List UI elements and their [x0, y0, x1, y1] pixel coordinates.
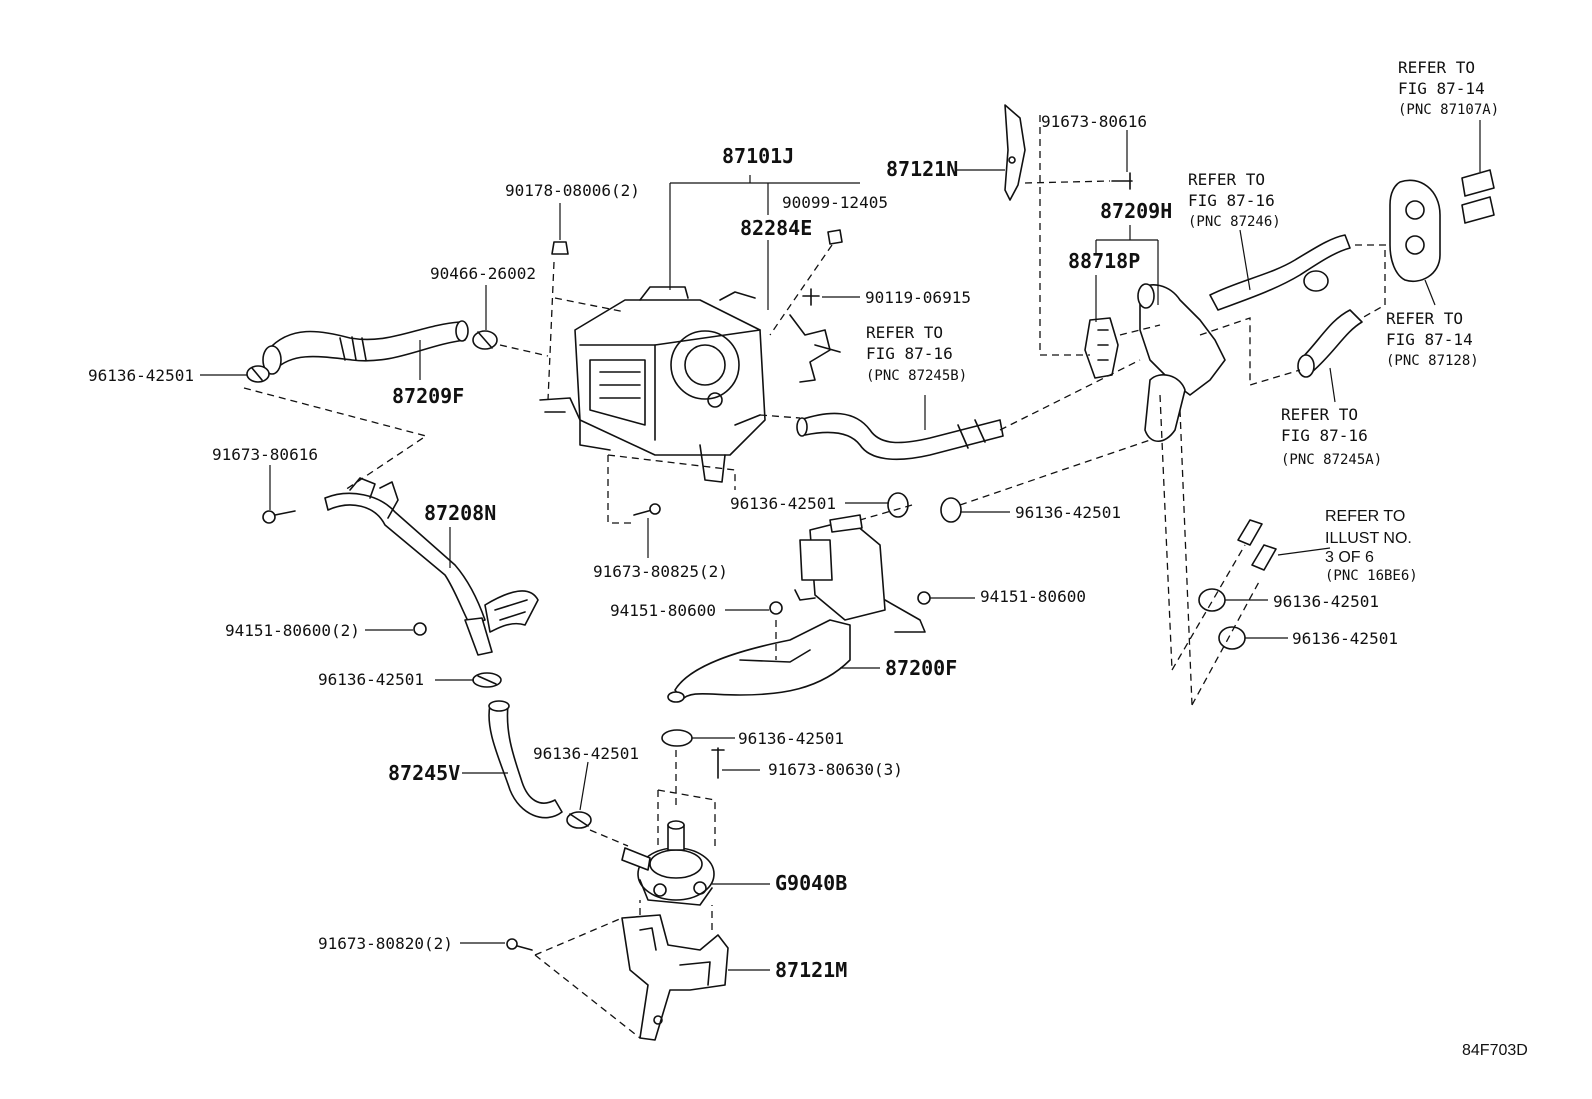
label-90178-08006[interactable]: 90178-08006(2) — [505, 181, 640, 200]
bracket-87121n-drawing — [1004, 104, 1026, 201]
phantom-lines — [243, 115, 1388, 1039]
figure-id: 84F703D — [1462, 1042, 1528, 1059]
labels: 87101J 82284E 87209F 87208N 87245V 87200… — [88, 112, 1398, 982]
valve-87200f-drawing — [667, 514, 926, 703]
ref-87107a-line1: REFER TO — [1398, 58, 1475, 77]
label-87209f[interactable]: 87209F — [392, 384, 464, 408]
label-87121n[interactable]: 87121N — [886, 157, 958, 181]
ref-87107a-line3: (PNC 87107A) — [1398, 102, 1499, 118]
pump-g9040b-drawing — [621, 820, 715, 906]
label-90119-06915[interactable]: 90119-06915 — [865, 288, 971, 307]
label-87200f[interactable]: 87200F — [885, 656, 957, 680]
grommet-87128-drawing — [1389, 179, 1441, 282]
clamp-left-mid-drawing — [472, 672, 502, 688]
label-screw-top-center[interactable]: 91673-80616 — [1041, 112, 1147, 131]
ref-87128-line2: FIG 87-14 — [1386, 330, 1473, 349]
label-82284e[interactable]: 82284E — [740, 216, 812, 240]
label-90466-26002[interactable]: 90466-26002 — [430, 264, 536, 283]
ref-87245b-line2: FIG 87-16 — [866, 344, 953, 363]
label-screw-bracket[interactable]: 91673-80820(2) — [318, 934, 453, 953]
label-nut-left[interactable]: 94151-80600(2) — [225, 621, 360, 640]
heater-side-bracket-drawing — [789, 314, 841, 383]
label-screw-left[interactable]: 91673-80616 — [212, 445, 318, 464]
label-clamp-right-b[interactable]: 96136-42501 — [1292, 629, 1398, 648]
label-87121m[interactable]: 87121M — [775, 958, 847, 982]
bracket-87121m-drawing — [621, 914, 729, 1041]
leader-lines — [200, 120, 1481, 971]
pipe-87208n-drawing — [324, 477, 539, 656]
ref-87246-line2: FIG 87-16 — [1188, 191, 1275, 210]
label-87245v[interactable]: 87245V — [388, 761, 460, 785]
hose-87245a-drawing — [1297, 309, 1363, 378]
heater-unit-drawing — [539, 286, 766, 483]
ref-87245b-line3: (PNC 87245B) — [866, 368, 967, 384]
ref-87245a-line3: (PNC 87245A) — [1281, 452, 1382, 468]
clamp-center-a-drawing — [887, 492, 909, 518]
label-87209h[interactable]: 87209H — [1100, 199, 1172, 223]
ref-87107a-line2: FIG 87-14 — [1398, 79, 1485, 98]
ref-87246-line1: REFER TO — [1188, 170, 1265, 189]
reference-16be6: REFER TO ILLUST NO. 3 OF 6 (PNC 16BE6) — [1325, 508, 1418, 584]
label-clamp-center-low[interactable]: 96136-42501 — [738, 729, 844, 748]
label-screw-center[interactable]: 91673-80825(2) — [593, 562, 728, 581]
fastener-glyphs — [262, 172, 1133, 951]
label-clamp-pump[interactable]: 96136-42501 — [533, 744, 639, 763]
label-88718p[interactable]: 88718P — [1068, 249, 1140, 273]
ref-87245a-line1: REFER TO — [1281, 405, 1358, 424]
reference-87245b: REFER TO FIG 87-16 (PNC 87245B) — [866, 323, 967, 384]
hose-87245v-drawing — [488, 700, 563, 819]
label-clamp-left-mid[interactable]: 96136-42501 — [318, 670, 424, 689]
reference-87128: REFER TO FIG 87-14 (PNC 87128) — [1386, 309, 1479, 369]
ref-87128-line1: REFER TO — [1386, 309, 1463, 328]
clamp-center-b-drawing — [940, 497, 962, 523]
label-nut-center[interactable]: 94151-80600 — [610, 601, 716, 620]
label-clamp-right-a[interactable]: 96136-42501 — [1273, 592, 1379, 611]
reference-87107a: REFER TO FIG 87-14 (PNC 87107A) — [1398, 58, 1499, 118]
label-90099-12405[interactable]: 90099-12405 — [782, 193, 888, 212]
ref-87246-line3: (PNC 87246) — [1188, 214, 1281, 230]
clamp-90466-drawing — [472, 330, 498, 350]
ref-16be6-line4: (PNC 16BE6) — [1325, 568, 1418, 584]
ref-87245a-line2: FIG 87-16 — [1281, 426, 1368, 445]
label-screw-pump[interactable]: 91673-80630(3) — [768, 760, 903, 779]
clamp-left-top-drawing — [246, 365, 270, 383]
label-87208n[interactable]: 87208N — [424, 501, 496, 525]
label-nut-right[interactable]: 94151-80600 — [980, 587, 1086, 606]
label-clamp-center-a[interactable]: 96136-42501 — [730, 494, 836, 513]
hose-16be6-drawing — [1237, 519, 1277, 571]
reference-87245a: REFER TO FIG 87-16 (PNC 87245A) — [1281, 405, 1382, 468]
ref-16be6-line3: 3 OF 6 — [1325, 549, 1374, 566]
hose-87245b-drawing — [796, 412, 1004, 461]
hose-87209f-drawing — [262, 320, 469, 375]
label-clamp-left-top[interactable]: 96136-42501 — [88, 366, 194, 385]
clamp-center-low-drawing — [661, 729, 693, 747]
valve-87209h-drawing — [1084, 283, 1226, 443]
ref-16be6-line1: REFER TO — [1325, 508, 1405, 525]
pipes-87107a-drawing — [1461, 169, 1495, 224]
label-87101j[interactable]: 87101J — [722, 144, 794, 168]
clamp-pump-drawing — [566, 811, 592, 829]
label-g9040b[interactable]: G9040B — [775, 871, 847, 895]
ref-87128-line3: (PNC 87128) — [1386, 353, 1479, 369]
clamp-right-a-drawing — [1198, 588, 1226, 612]
reference-87246: REFER TO FIG 87-16 (PNC 87246) — [1188, 170, 1281, 230]
label-clamp-center-b[interactable]: 96136-42501 — [1015, 503, 1121, 522]
hose-87246-drawing — [1209, 234, 1351, 311]
ref-87245b-line1: REFER TO — [866, 323, 943, 342]
ref-16be6-line2: ILLUST NO. — [1325, 530, 1412, 547]
